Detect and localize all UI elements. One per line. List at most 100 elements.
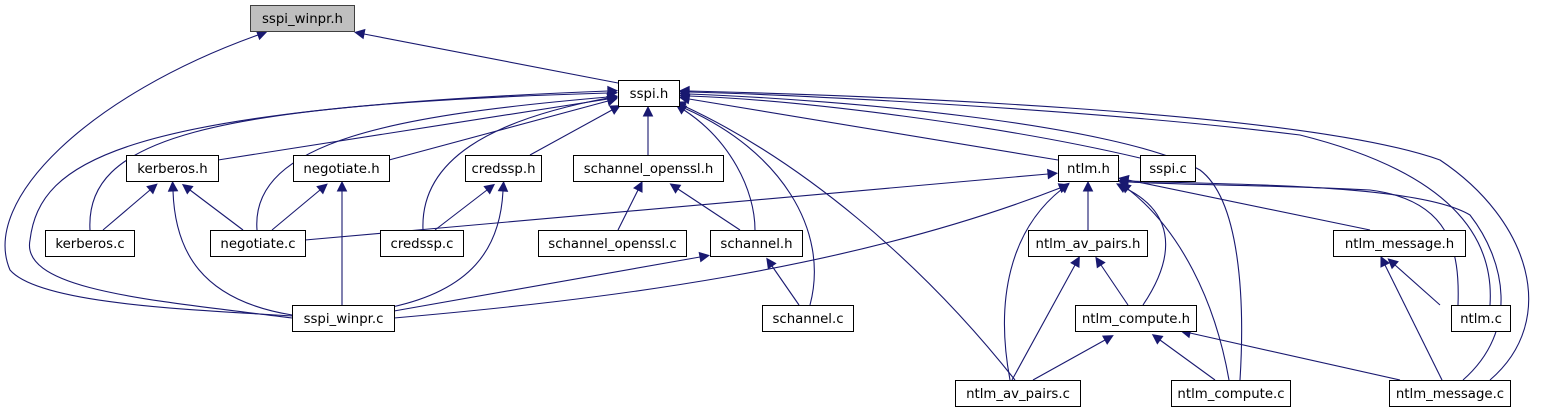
node-ntlm-av-pairs-h[interactable]: ntlm_av_pairs.h — [1028, 230, 1148, 257]
edge-sspi-h-to-sspi-winpr-h-arrowhead — [354, 28, 366, 40]
node-sspi-winpr-c[interactable]: sspi_winpr.c — [292, 305, 395, 332]
node-label: ntlm_compute.h — [1082, 312, 1190, 327]
node-ntlm-message-c[interactable]: ntlm_message.c — [1389, 380, 1511, 407]
edge-sspi-winpr-c-to-sspi-winpr-h — [4, 34, 293, 317]
node-ntlm-compute-c[interactable]: ntlm_compute.c — [1171, 380, 1291, 407]
edge-ntlm-av-pairs-c-to-ntlm-av-pairs-h-arrowhead — [1070, 256, 1080, 268]
node-box[interactable] — [1171, 380, 1291, 407]
node-ntlm-c[interactable]: ntlm.c — [1451, 305, 1511, 332]
edge-ntlm-av-pairs-c-to-ntlm-av-pairs-h — [1011, 264, 1076, 381]
node-box[interactable] — [1028, 230, 1148, 257]
node-label: ntlm_av_pairs.c — [966, 387, 1070, 402]
edge-sspi-winpr-c-to-sspi-h-arrowhead — [607, 85, 619, 97]
edge-ntlm-compute-h-to-ntlm-h — [1124, 187, 1167, 306]
node-box[interactable] — [1058, 155, 1119, 182]
edge-ntlm-message-c-to-ntlm-h-arrowhead — [1117, 175, 1129, 187]
node-label: schannel.c — [772, 312, 843, 327]
edge-negotiate-c-to-ntlm-h-arrowhead — [1047, 168, 1059, 180]
node-box[interactable] — [1140, 155, 1196, 182]
node-kerberos-h[interactable]: kerberos.h — [126, 155, 219, 182]
node-box[interactable] — [1451, 305, 1511, 332]
node-box[interactable] — [955, 380, 1081, 407]
edge-schannel-h-to-schannel-openssl-h — [677, 188, 741, 231]
node-schannel-c[interactable]: schannel.c — [762, 305, 854, 332]
node-box[interactable] — [126, 155, 219, 182]
edge-sspi-winpr-c-to-schannel-h-arrowhead — [698, 251, 710, 263]
node-box[interactable] — [380, 230, 464, 257]
node-sspi-h[interactable]: sspi.h — [618, 80, 680, 107]
node-label: ntlm_compute.c — [1177, 387, 1284, 402]
edge-ntlm-message-c-to-sspi-h — [688, 90, 1530, 381]
edge-credssp-c-to-sspi-h — [422, 97, 609, 231]
edge-schannel-c-to-schannel-h — [771, 265, 800, 306]
edge-negotiate-c-to-kerberos-h-arrowhead — [181, 183, 194, 195]
edge-negotiate-c-to-sspi-h — [256, 96, 609, 231]
node-box[interactable] — [1389, 380, 1511, 407]
edge-ntlm-av-pairs-h-to-ntlm-h-arrowhead — [1082, 180, 1094, 192]
node-box[interactable] — [538, 230, 687, 257]
node-ntlm-compute-h[interactable]: ntlm_compute.h — [1075, 305, 1197, 332]
edge-sspi-winpr-c-to-sspi-h — [29, 90, 609, 319]
edge-negotiate-c-to-ntlm-h — [304, 173, 1049, 241]
edge-kerberos-c-to-kerberos-h — [102, 189, 151, 231]
edge-ntlm-compute-h-to-ntlm-av-pairs-h — [1100, 264, 1129, 306]
node-schannel-openssl-c[interactable]: schannel_openssl.c — [538, 230, 687, 257]
node-credssp-c[interactable]: credssp.c — [380, 230, 464, 257]
node-label: sspi.c — [1149, 162, 1187, 177]
node-box[interactable] — [1075, 305, 1197, 332]
node-label: ntlm.c — [1460, 312, 1502, 327]
edge-kerberos-h-to-sspi-h — [217, 98, 609, 161]
edge-ntlm-av-pairs-c-to-ntlm-h — [1003, 188, 1063, 381]
node-box[interactable] — [250, 5, 355, 32]
edge-ntlm-message-h-to-ntlm-h — [1127, 179, 1371, 231]
edge-schannel-openssl-h-to-sspi-h-arrowhead — [642, 105, 654, 117]
node-box[interactable] — [45, 230, 135, 257]
edge-sspi-winpr-c-to-kerberos-h — [172, 190, 293, 316]
node-negotiate-c[interactable]: negotiate.c — [210, 230, 306, 257]
node-kerberos-c[interactable]: kerberos.c — [45, 230, 135, 257]
edge-sspi-winpr-c-to-negotiate-h-arrowhead — [336, 180, 348, 192]
edge-sspi-c-to-sspi-h — [688, 95, 1141, 159]
node-box[interactable] — [465, 155, 542, 182]
edge-credssp-c-to-credssp-h-arrowhead — [483, 183, 496, 195]
edge-schannel-c-to-sspi-h — [683, 107, 815, 306]
node-box[interactable] — [710, 230, 803, 257]
node-box[interactable] — [293, 155, 390, 182]
node-schannel-openssl-h[interactable]: schannel_openssl.h — [573, 155, 724, 182]
node-label: kerberos.h — [137, 162, 207, 177]
edge-credssp-h-to-sspi-h-arrowhead — [609, 105, 621, 115]
node-box[interactable] — [210, 230, 306, 257]
edge-ntlm-c-to-ntlm-message-h — [1394, 264, 1441, 306]
edge-sspi-winpr-c-to-kerberos-h-arrowhead — [167, 180, 179, 192]
node-schannel-h[interactable]: schannel.h — [710, 230, 803, 257]
edge-schannel-openssl-c-to-schannel-openssl-h — [617, 189, 639, 231]
node-label: negotiate.c — [220, 237, 295, 252]
edge-schannel-h-to-schannel-openssl-h-arrowhead — [669, 183, 682, 194]
edge-kerberos-c-to-sspi-h — [89, 92, 609, 231]
edge-ntlm-c-to-sspi-h — [688, 91, 1491, 306]
edge-ntlm-av-pairs-c-to-ntlm-compute-h — [1032, 339, 1106, 381]
node-box[interactable] — [573, 155, 724, 182]
node-sspi-winpr-h[interactable]: sspi_winpr.h — [250, 5, 355, 32]
node-label: negotiate.h — [303, 162, 379, 177]
edge-ntlm-av-pairs-c-to-ntlm-h-arrowhead — [1058, 182, 1070, 194]
node-credssp-h[interactable]: credssp.h — [465, 155, 542, 182]
node-sspi-c[interactable]: sspi.c — [1140, 155, 1196, 182]
edge-sspi-winpr-c-to-ntlm-h — [393, 187, 1061, 319]
node-box[interactable] — [1333, 230, 1466, 257]
node-box[interactable] — [292, 305, 395, 332]
node-box[interactable] — [618, 80, 680, 107]
edge-credssp-h-to-sspi-h — [529, 109, 613, 156]
nodes-layer: sspi_winpr.h sspi.h kerberos.h negotiate.h c… — [45, 5, 1511, 407]
node-ntlm-h[interactable]: ntlm.h — [1058, 155, 1119, 182]
edge-ntlm-compute-h-to-ntlm-av-pairs-h-arrowhead — [1095, 256, 1106, 269]
node-box[interactable] — [762, 305, 854, 332]
node-ntlm-message-h[interactable]: ntlm_message.h — [1333, 230, 1466, 257]
node-negotiate-h[interactable]: negotiate.h — [293, 155, 390, 182]
node-ntlm-av-pairs-c[interactable]: ntlm_av_pairs.c — [955, 380, 1081, 407]
edge-ntlm-message-c-to-ntlm-message-h-arrowhead — [1380, 255, 1390, 268]
node-label: sspi_winpr.c — [304, 312, 384, 327]
edge-ntlm-compute-c-to-ntlm-h — [1127, 188, 1230, 381]
edge-kerberos-c-to-kerberos-h-arrowhead — [146, 183, 158, 195]
